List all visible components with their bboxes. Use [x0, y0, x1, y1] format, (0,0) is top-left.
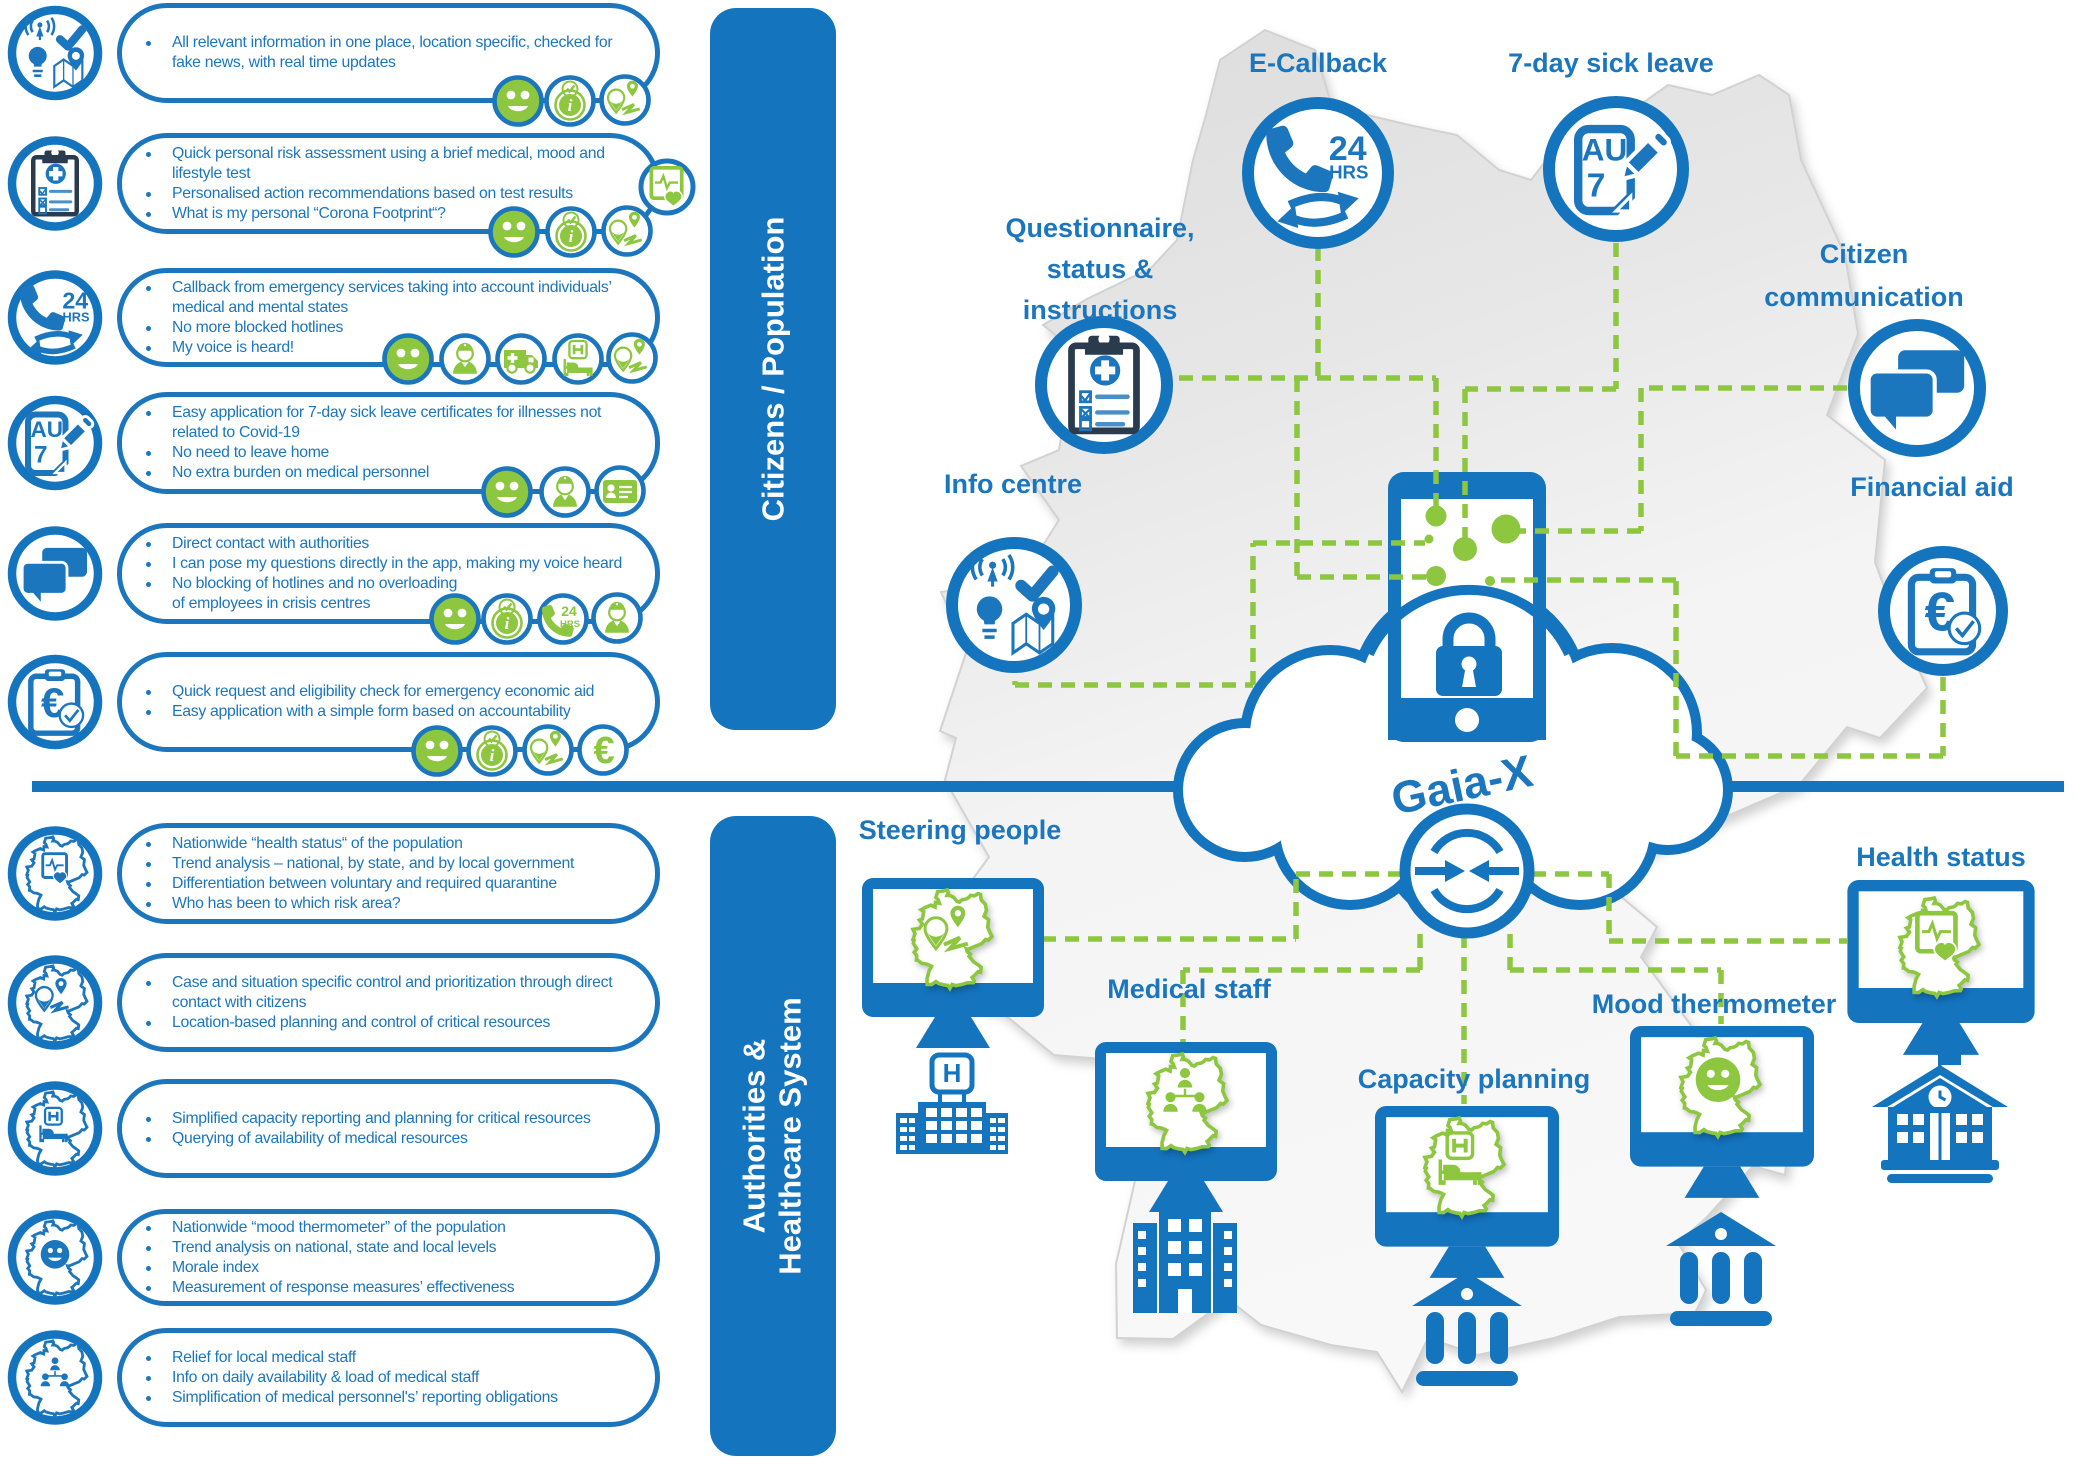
svg-text:instructions: instructions	[1023, 295, 1178, 325]
svg-text:communication: communication	[1764, 282, 1964, 312]
svg-text:Health status: Health status	[1856, 842, 2026, 872]
svg-text:Capacity planning: Capacity planning	[1358, 1064, 1591, 1094]
svg-text:status &: status &	[1047, 254, 1154, 284]
svg-text:Mood thermometer: Mood thermometer	[1592, 989, 1837, 1019]
svg-text:Steering people: Steering people	[859, 815, 1062, 845]
svg-text:E-Callback: E-Callback	[1249, 48, 1388, 78]
svg-text:7-day sick leave: 7-day sick leave	[1508, 48, 1714, 78]
svg-text:Info centre: Info centre	[944, 469, 1082, 499]
svg-text:Citizen: Citizen	[1820, 239, 1909, 269]
svg-text:Questionnaire,: Questionnaire,	[1005, 213, 1194, 243]
svg-text:Medical staff: Medical staff	[1107, 974, 1272, 1004]
svg-text:Financial aid: Financial aid	[1850, 472, 2014, 502]
